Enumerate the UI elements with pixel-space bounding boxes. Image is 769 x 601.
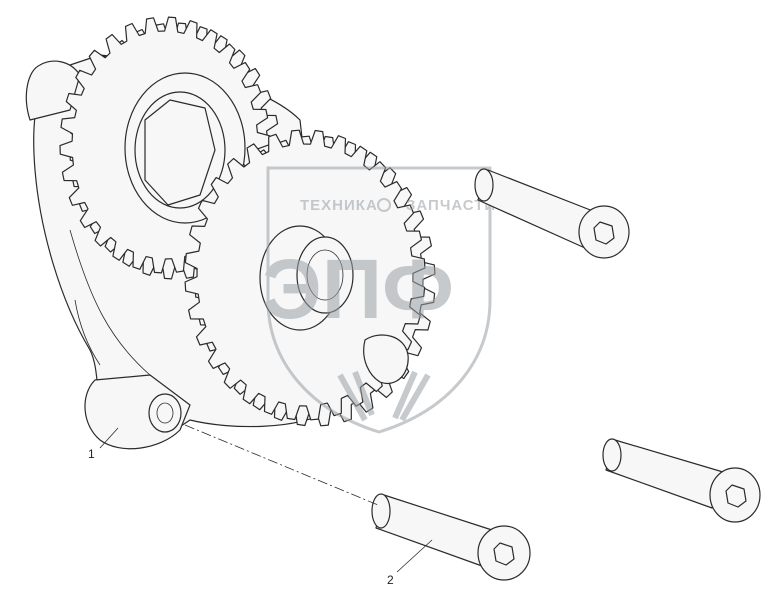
watermark-text-right: ЗАПЧАСТИ [406, 197, 496, 214]
bolt-lower-right [602, 438, 761, 523]
bolt-upper-right [474, 168, 630, 259]
watermark-text-left: ТЕХНИКА [300, 197, 378, 214]
callout-1: 1 [88, 447, 95, 461]
watermark-wheat-icon [337, 370, 431, 422]
watermark-gear-icon [377, 198, 391, 212]
leader-line-2 [396, 539, 433, 573]
bolt-lower-center [371, 493, 531, 581]
lower-driven-gear [184, 129, 436, 427]
upper-drive-gear [59, 16, 281, 280]
watermark-logo-text: ЭПФ [262, 242, 454, 336]
assembly-centerline [184, 424, 379, 506]
watermark: ТЕХНИКА ЗАПЧАСТИ ЭПФ [262, 166, 496, 434]
callout-2: 2 [387, 573, 394, 587]
leader-line-1 [99, 427, 119, 449]
